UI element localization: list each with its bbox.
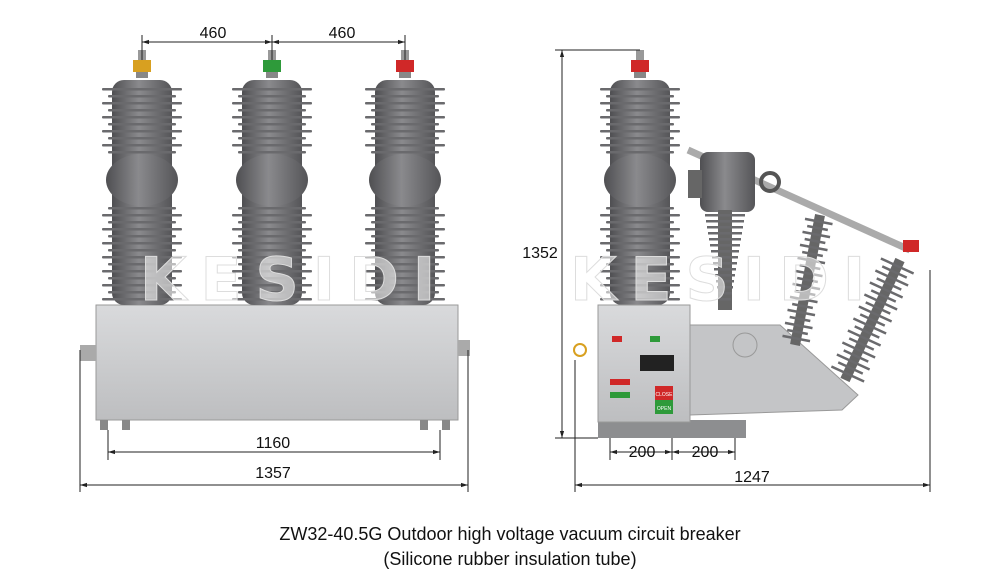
pole-1 xyxy=(102,50,182,305)
front-view xyxy=(80,50,470,430)
ct-insulator xyxy=(705,210,745,310)
open-label: OPEN xyxy=(657,406,672,412)
pole-2 xyxy=(232,50,312,305)
phase-cap xyxy=(133,60,151,72)
pole-3 xyxy=(365,50,445,305)
arm-red-cap xyxy=(903,240,919,252)
watermark-right: KESIDI xyxy=(570,245,879,315)
phase-cap xyxy=(396,60,414,72)
caption-subtitle: (Silicone rubber insulation tube) xyxy=(383,549,637,569)
dimension-lines xyxy=(79,35,931,492)
side-view: CLOSE OPEN xyxy=(573,50,919,438)
base-plate xyxy=(598,420,746,438)
dim-mount-width: 1160 xyxy=(256,435,291,452)
watermark-left: KESIDI xyxy=(140,245,449,315)
dim-overall-depth: 1247 xyxy=(734,469,770,486)
dim-base-2: 200 xyxy=(692,444,719,461)
dim-overall-width: 1357 xyxy=(255,465,291,482)
dim-height: 1352 xyxy=(522,245,558,262)
phase-cap xyxy=(631,60,649,72)
current-transformer xyxy=(700,152,755,212)
close-button[interactable] xyxy=(655,386,673,400)
dim-pole-spacing-2: 460 xyxy=(329,25,356,42)
close-label: CLOSE xyxy=(656,392,674,398)
side-pole xyxy=(600,50,680,305)
front-tank xyxy=(95,304,459,421)
diagonal-insulator-1 xyxy=(782,214,833,346)
dim-base-1: 200 xyxy=(629,444,656,461)
open-button[interactable] xyxy=(655,400,673,414)
dim-pole-spacing-1: 460 xyxy=(200,25,227,42)
caption-title: ZW32-40.5G Outdoor high voltage vacuum c… xyxy=(279,524,741,544)
phase-cap xyxy=(263,60,281,72)
support-bracket xyxy=(689,324,859,416)
diagonal-insulator-2 xyxy=(830,257,915,383)
